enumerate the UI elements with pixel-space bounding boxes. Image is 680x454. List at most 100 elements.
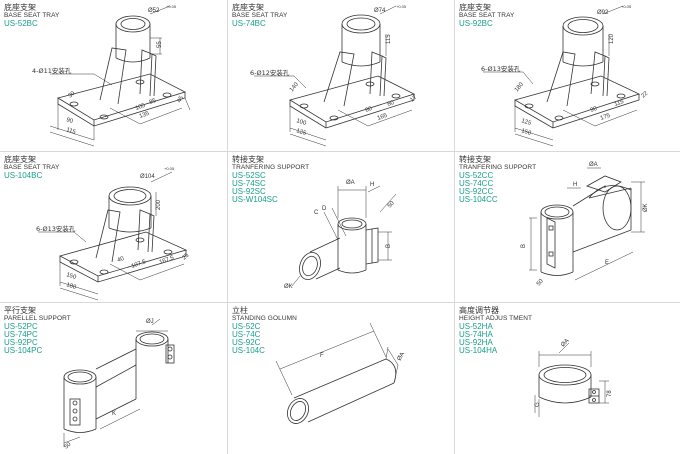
grid-divider: [0, 151, 680, 152]
dim-label: 22: [640, 90, 649, 99]
dim-label: 6-Ø13安装孔: [481, 64, 521, 73]
product-name-en: STANDING GOLUMN: [232, 315, 297, 322]
model-code: US-74SC: [232, 179, 266, 188]
product-name-zh: 转接支架: [232, 155, 264, 164]
dim-label: +0.05: [164, 166, 175, 171]
model-code: US-W104SC: [232, 195, 278, 204]
dim-label: 80: [387, 100, 396, 108]
dim-label: 85: [149, 98, 158, 106]
model-code: US-104C: [232, 346, 265, 355]
product-name-en: HEIGHT ADJUS TMENT: [459, 315, 533, 322]
dim-label: 180: [514, 81, 525, 93]
dim-label: 6-Ø12安装孔: [250, 68, 290, 77]
model-code: US-92SC: [232, 187, 266, 196]
dim-label: 6-Ø13安装孔: [36, 224, 76, 233]
dim-label: 90: [65, 117, 74, 125]
product-label: 高度调节器 HEIGHT ADJUS TMENT US-52HA US-74HA…: [459, 307, 532, 355]
product-cell-us-92bc: 底座支架 BASE SEAT TRAY US-92BC: [455, 0, 680, 151]
dim-label: F: [320, 353, 324, 359]
dim-label: 78: [607, 390, 613, 397]
dim-label: 200: [156, 199, 162, 210]
dim-label: 120: [609, 33, 615, 44]
dim-label: ØA: [397, 351, 407, 362]
product-name-zh: 底座支架: [459, 3, 491, 12]
dim-label: 25: [181, 252, 190, 261]
model-code: US-92CC: [459, 187, 494, 196]
model-code: US-104CC: [459, 195, 498, 204]
product-name-en: PARELLEL SUPPORT: [4, 315, 71, 322]
product-label: 立柱 STANDING GOLUMN US-52C US-74C US-92C …: [232, 307, 297, 355]
product-name-zh: 高度调节器: [459, 306, 499, 315]
technical-drawing: ØJ K 50: [63, 318, 175, 451]
dim-label: E: [605, 260, 609, 266]
dim-label: 100: [295, 118, 307, 127]
dim-label: 50: [387, 200, 396, 209]
dim-label: 55: [157, 41, 163, 48]
dim-label: 105: [135, 103, 147, 112]
product-name-zh: 平行支架: [4, 306, 36, 315]
product-label: 底座支架 BASE SEAT TRAY US-104BC: [4, 156, 59, 180]
product-cell-us-52bc: 底座支架 BASE SEAT TRAY US-52BC: [0, 0, 226, 151]
product-name-zh: 底座支架: [4, 155, 36, 164]
model-code: US-52PC: [4, 322, 38, 331]
dim-label: ØJ: [146, 319, 154, 325]
dim-label: ØA: [346, 180, 355, 186]
dim-label: ØA: [589, 162, 598, 168]
dim-label: 180: [65, 282, 77, 291]
dim-label: +0.05: [396, 4, 407, 9]
model-code: US-74C: [232, 330, 261, 339]
model-code: US-52BC: [4, 19, 38, 28]
dim-label: 115: [614, 99, 626, 108]
dim-label: 45: [177, 95, 186, 104]
product-name-en: TRANFERING SUPPORT: [459, 164, 537, 171]
dim-label: 165: [377, 113, 389, 122]
technical-drawing: B H ØA ØK E 50: [521, 162, 649, 287]
dim-label: 50: [536, 278, 545, 287]
dim-label: +0.05: [621, 4, 632, 9]
dim-label: C: [314, 210, 319, 216]
product-label: 转接支架 TRANFERING SUPPORT US-52SC US-74SC …: [232, 156, 309, 204]
dim-label: 150: [520, 128, 532, 137]
grid-divider: [454, 0, 455, 454]
dim-label: 4-Ø11安装孔: [32, 66, 72, 75]
dim-label: 115: [65, 127, 77, 136]
product-cell-standing-golumn: 立柱 STANDING GOLUMN US-52C US-74C US-92C …: [228, 303, 454, 454]
model-code: US-104BC: [4, 171, 43, 180]
dim-label: Ø52: [148, 8, 160, 14]
dim-label: K: [112, 411, 116, 417]
model-code: US-104HA: [459, 346, 498, 355]
model-code: US-52HA: [459, 322, 493, 331]
model-code: US-74BC: [232, 19, 266, 28]
product-name-zh: 底座支架: [4, 3, 36, 12]
technical-drawing: ØA G 78: [534, 338, 613, 417]
dim-label: Ø104: [140, 174, 155, 180]
product-cell-parellel-support: 平行支架 PARELLEL SUPPORT US-52PC US-74PC US…: [0, 303, 226, 454]
product-name-en: BASE SEAT TRAY: [459, 12, 515, 19]
product-cell-tranfering-support-sc: 转接支架 TRANFERING SUPPORT US-52SC US-74SC …: [228, 152, 454, 303]
technical-drawing: Ø104 +0.05 6-Ø13安装孔 200 150 180 40 107.5…: [36, 166, 191, 301]
dim-label: 17: [409, 94, 418, 103]
model-code: US-52C: [232, 322, 261, 331]
dim-label: B: [521, 244, 527, 248]
dim-label: ØK: [284, 284, 293, 290]
product-name-en: BASE SEAT TRAY: [4, 164, 60, 171]
product-label: 平行支架 PARELLEL SUPPORT US-52PC US-74PC US…: [4, 307, 71, 355]
dim-label: 125: [295, 128, 307, 137]
model-code: US-92BC: [459, 19, 493, 28]
model-code: US-92HA: [459, 338, 493, 347]
product-cell-us-104bc: 底座支架 BASE SEAT TRAY US-104BC: [0, 152, 226, 303]
dim-label: ØA: [560, 338, 570, 348]
grid-divider: [0, 302, 680, 303]
model-code: US-52CC: [459, 171, 494, 180]
dim-label: 40: [117, 256, 126, 264]
model-code: US-92C: [232, 338, 261, 347]
dim-label: D: [322, 206, 327, 212]
model-code: US-52SC: [232, 171, 266, 180]
product-name-zh: 转接支架: [459, 155, 491, 164]
technical-drawing: Ø92 +0.05 6-Ø13安装孔 120 22 180 125 150 90…: [481, 4, 650, 147]
dim-label: 115: [386, 34, 392, 44]
dim-label: H: [370, 182, 374, 188]
dim-label: 135: [139, 111, 151, 120]
dim-label: 140: [289, 81, 300, 93]
